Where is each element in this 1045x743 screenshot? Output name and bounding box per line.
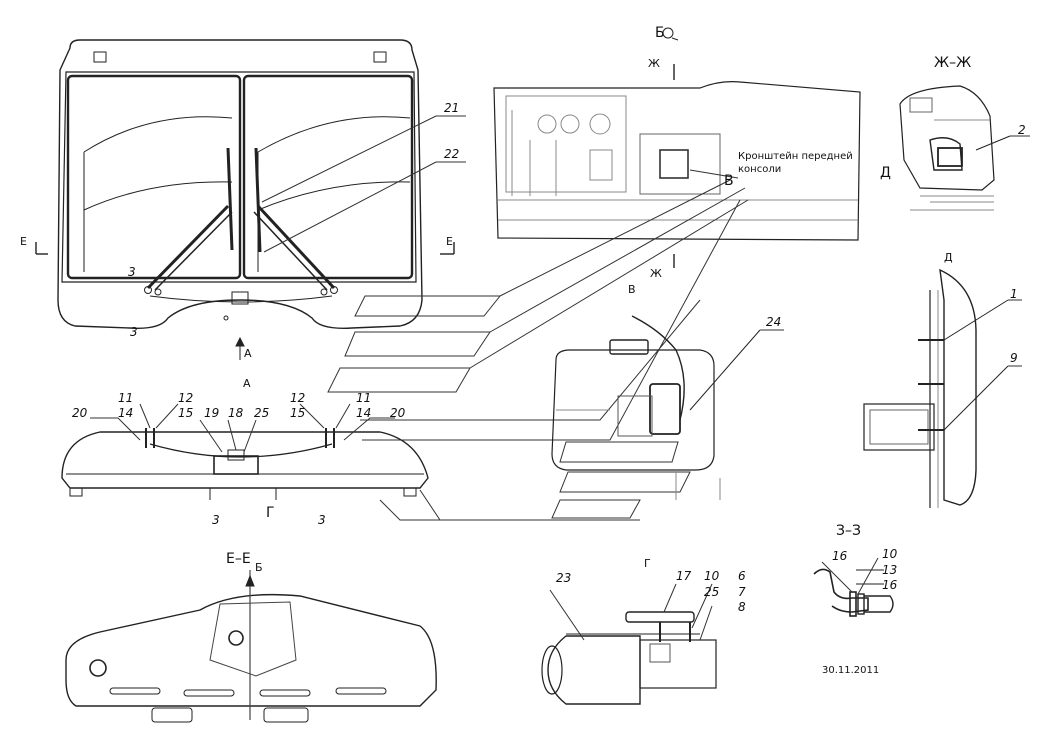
callout-25b: 25	[704, 585, 720, 599]
callout-17: 17	[676, 569, 692, 583]
section-z-title: З–З	[836, 523, 861, 539]
zh-mark-bottom: Ж	[650, 267, 662, 280]
callout-22: 22	[444, 147, 460, 161]
callout-leaders	[90, 115, 1030, 641]
callout-20a: 20	[72, 406, 88, 420]
view-a-title: А	[243, 377, 251, 390]
callout-3a: 3	[128, 265, 136, 279]
callout-23: 23	[556, 571, 572, 585]
callout-21: 21	[444, 101, 460, 115]
section-zh-title: Ж–Ж	[934, 55, 972, 71]
view-g-motor	[541, 611, 717, 705]
callout-9: 9	[1010, 351, 1018, 365]
callout-11a: 11	[118, 391, 134, 405]
b-mark-section: Б	[255, 561, 263, 574]
section-ye-title: Е–Е	[226, 551, 251, 567]
callout-10b: 10	[882, 547, 898, 561]
callout-13: 13	[882, 563, 898, 577]
view-d-section	[863, 268, 1009, 508]
note-line-2: консоли	[738, 164, 782, 175]
g-mark-panel: Г	[266, 505, 275, 521]
view-d-title: Д	[944, 251, 953, 264]
a-arrow-mark: А	[244, 347, 252, 360]
callout-7: 7	[738, 585, 746, 599]
ye-mark-left: Е	[20, 235, 27, 248]
view-g-title: Г	[644, 557, 651, 570]
windshield-front-view	[35, 39, 455, 360]
section-z-view	[813, 568, 894, 617]
d-mark-section: Д	[880, 165, 891, 181]
callout-1: 1	[1010, 287, 1018, 301]
callout-14a: 14	[118, 406, 134, 420]
callout-15a: 15	[178, 406, 194, 420]
zh-mark-top: Ж	[648, 57, 660, 70]
callout-19: 19	[204, 406, 220, 420]
callout-20b: 20	[390, 406, 406, 420]
note-line-1: Кронштейн передней	[738, 151, 853, 162]
v-mark-dashboard: В	[724, 173, 734, 189]
callout-12b: 12	[290, 391, 306, 405]
view-v-title: В	[628, 283, 636, 296]
callout-14b: 14	[356, 406, 372, 420]
view-a-panel	[61, 428, 429, 500]
callout-24: 24	[766, 315, 782, 329]
view-b-mark: Б	[655, 25, 665, 41]
callout-16b: 16	[882, 578, 898, 592]
section-zh-view	[899, 85, 1011, 211]
callout-3b: 3	[130, 325, 138, 339]
callout-10a: 10	[704, 569, 720, 583]
callout-18: 18	[228, 406, 244, 420]
callout-2: 2	[1018, 123, 1026, 137]
section-ye-view	[65, 570, 437, 723]
callout-3c: 3	[212, 513, 220, 527]
callout-3d: 3	[318, 513, 326, 527]
callout-12a: 12	[178, 391, 194, 405]
drawing-date: 30.11.2011	[822, 665, 880, 676]
ye-mark-right: Е	[446, 235, 453, 248]
callout-11b: 11	[356, 391, 372, 405]
dashboard-view	[493, 27, 861, 268]
callout-6: 6	[738, 569, 746, 583]
callout-15b: 15	[290, 406, 306, 420]
callout-25a: 25	[254, 406, 270, 420]
callout-16a: 16	[832, 549, 848, 563]
view-v-mount	[551, 315, 761, 500]
callout-8: 8	[738, 600, 746, 614]
